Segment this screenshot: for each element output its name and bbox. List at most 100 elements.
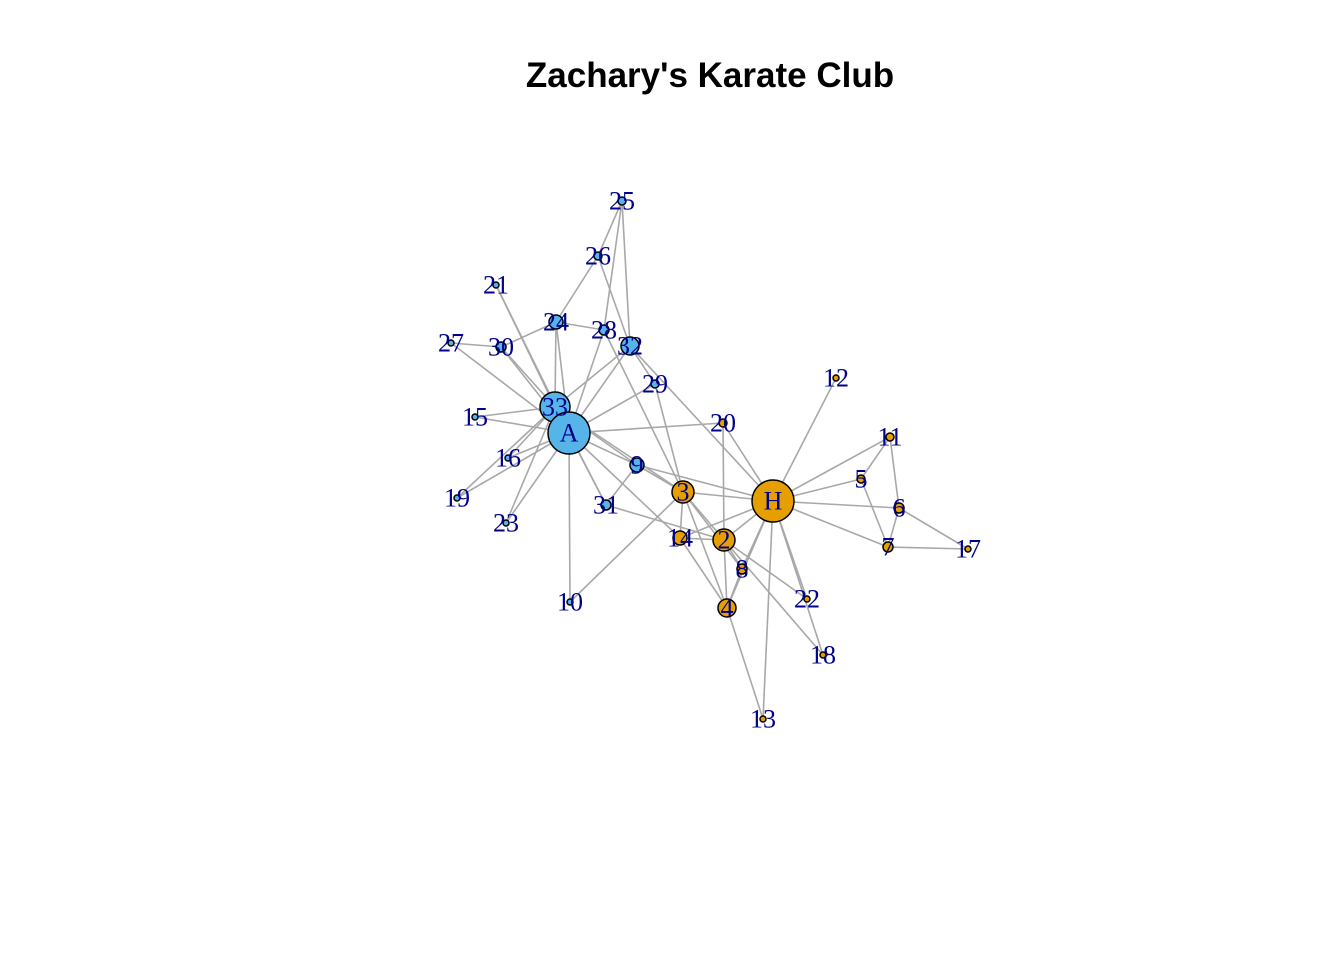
node-label-6: 6 (893, 494, 906, 523)
edges-layer (450, 200, 969, 720)
edge-27-30 (450, 342, 502, 348)
node-10[interactable] (566, 598, 574, 606)
node-19[interactable] (453, 494, 461, 502)
edge-20-A (568, 422, 724, 434)
node-30[interactable] (495, 341, 507, 353)
node-label-4: 4 (721, 594, 734, 623)
node-label-28: 28 (591, 316, 617, 345)
edge-25-26 (597, 200, 623, 257)
node-29[interactable] (650, 379, 660, 389)
node-9[interactable] (629, 457, 645, 473)
node-label-7: 7 (882, 533, 895, 562)
edge-2-22 (723, 539, 808, 600)
edge-H-11 (772, 436, 891, 502)
node-13[interactable] (759, 715, 767, 723)
node-label-32: 32 (617, 332, 643, 361)
node-12[interactable] (832, 374, 840, 382)
node-7[interactable] (882, 541, 894, 553)
edge-H-32 (629, 345, 774, 502)
edge-23-33 (505, 406, 556, 524)
node-label-20: 20 (710, 409, 736, 438)
edge-3-8 (682, 491, 743, 570)
node-18[interactable] (819, 651, 827, 659)
edge-3-4 (682, 491, 728, 609)
node-31[interactable] (600, 499, 612, 511)
node-label-8: 8 (736, 555, 749, 584)
edge-25-28 (603, 200, 623, 331)
node-label-21: 21 (483, 271, 509, 300)
node-label-29: 29 (642, 370, 668, 399)
node-label-19: 19 (444, 484, 470, 513)
node-5[interactable] (856, 474, 866, 484)
edge-14-A (568, 432, 681, 539)
edge-5-11 (860, 436, 891, 480)
node-16[interactable] (504, 454, 512, 462)
node-17[interactable] (964, 545, 972, 553)
node-3[interactable] (671, 480, 695, 504)
node-label-30: 30 (488, 333, 514, 362)
node-label-3: 3 (677, 478, 690, 507)
node-label-9: 9 (631, 451, 644, 480)
edge-10-A (568, 432, 571, 603)
edge-2-18 (723, 539, 824, 656)
edge-3-10 (569, 491, 684, 603)
nodes-layer (447, 196, 972, 723)
edge-19-33 (456, 406, 556, 499)
edge-24-26 (555, 255, 599, 323)
edge-26-32 (597, 255, 631, 347)
edge-H-9 (636, 464, 774, 502)
node-28[interactable] (598, 324, 610, 336)
edge-24-28 (555, 321, 605, 331)
edge-6-7 (887, 507, 900, 548)
edge-2-31 (605, 504, 725, 541)
node-label-13: 13 (750, 705, 776, 734)
node-label-12: 12 (823, 364, 849, 393)
node-32[interactable] (620, 336, 640, 356)
page-title: Zachary's Karate Club (525, 56, 895, 95)
node-20[interactable] (718, 418, 728, 428)
node-label-26: 26 (585, 242, 611, 271)
node-label-A: A (560, 419, 579, 448)
edge-H-12 (772, 377, 837, 502)
node-A[interactable] (547, 411, 591, 455)
edge-3-29 (654, 383, 684, 493)
node-4[interactable] (717, 598, 737, 618)
edge-24-30 (500, 321, 557, 348)
node-label-24: 24 (543, 308, 569, 337)
edge-4-13 (726, 607, 764, 720)
node-label-33: 33 (542, 393, 568, 422)
node-label-14: 14 (667, 524, 693, 553)
edge-6-17 (898, 507, 969, 550)
node-label-15: 15 (462, 403, 488, 432)
node-label-25: 25 (609, 187, 635, 216)
node-2[interactable] (712, 528, 736, 552)
node-27[interactable] (447, 339, 455, 347)
node-24[interactable] (548, 314, 564, 330)
edge-6-11 (889, 436, 900, 509)
node-21[interactable] (492, 281, 500, 289)
node-22[interactable] (803, 595, 811, 603)
node-26[interactable] (593, 251, 603, 261)
node-label-16: 16 (495, 444, 521, 473)
node-label-5: 5 (855, 465, 868, 494)
node-label-23: 23 (493, 509, 519, 538)
node-25[interactable] (617, 196, 627, 206)
edge-7-17 (887, 546, 969, 550)
node-H[interactable] (751, 479, 795, 523)
labels-layer: H234567891011121314151617181920212223242… (438, 187, 981, 734)
edge-25-32 (621, 200, 631, 347)
node-label-31: 31 (593, 491, 619, 520)
node-14[interactable] (672, 530, 688, 546)
node-23[interactable] (502, 519, 510, 527)
node-6[interactable] (893, 502, 905, 514)
node-label-11: 11 (877, 423, 902, 452)
node-11[interactable] (885, 432, 895, 442)
node-8[interactable] (736, 563, 748, 575)
node-15[interactable] (471, 413, 479, 421)
node-label-27: 27 (438, 329, 464, 358)
node-label-H: H (764, 487, 783, 516)
node-label-17: 17 (955, 535, 981, 564)
node-label-22: 22 (794, 585, 820, 614)
node-label-18: 18 (810, 641, 836, 670)
